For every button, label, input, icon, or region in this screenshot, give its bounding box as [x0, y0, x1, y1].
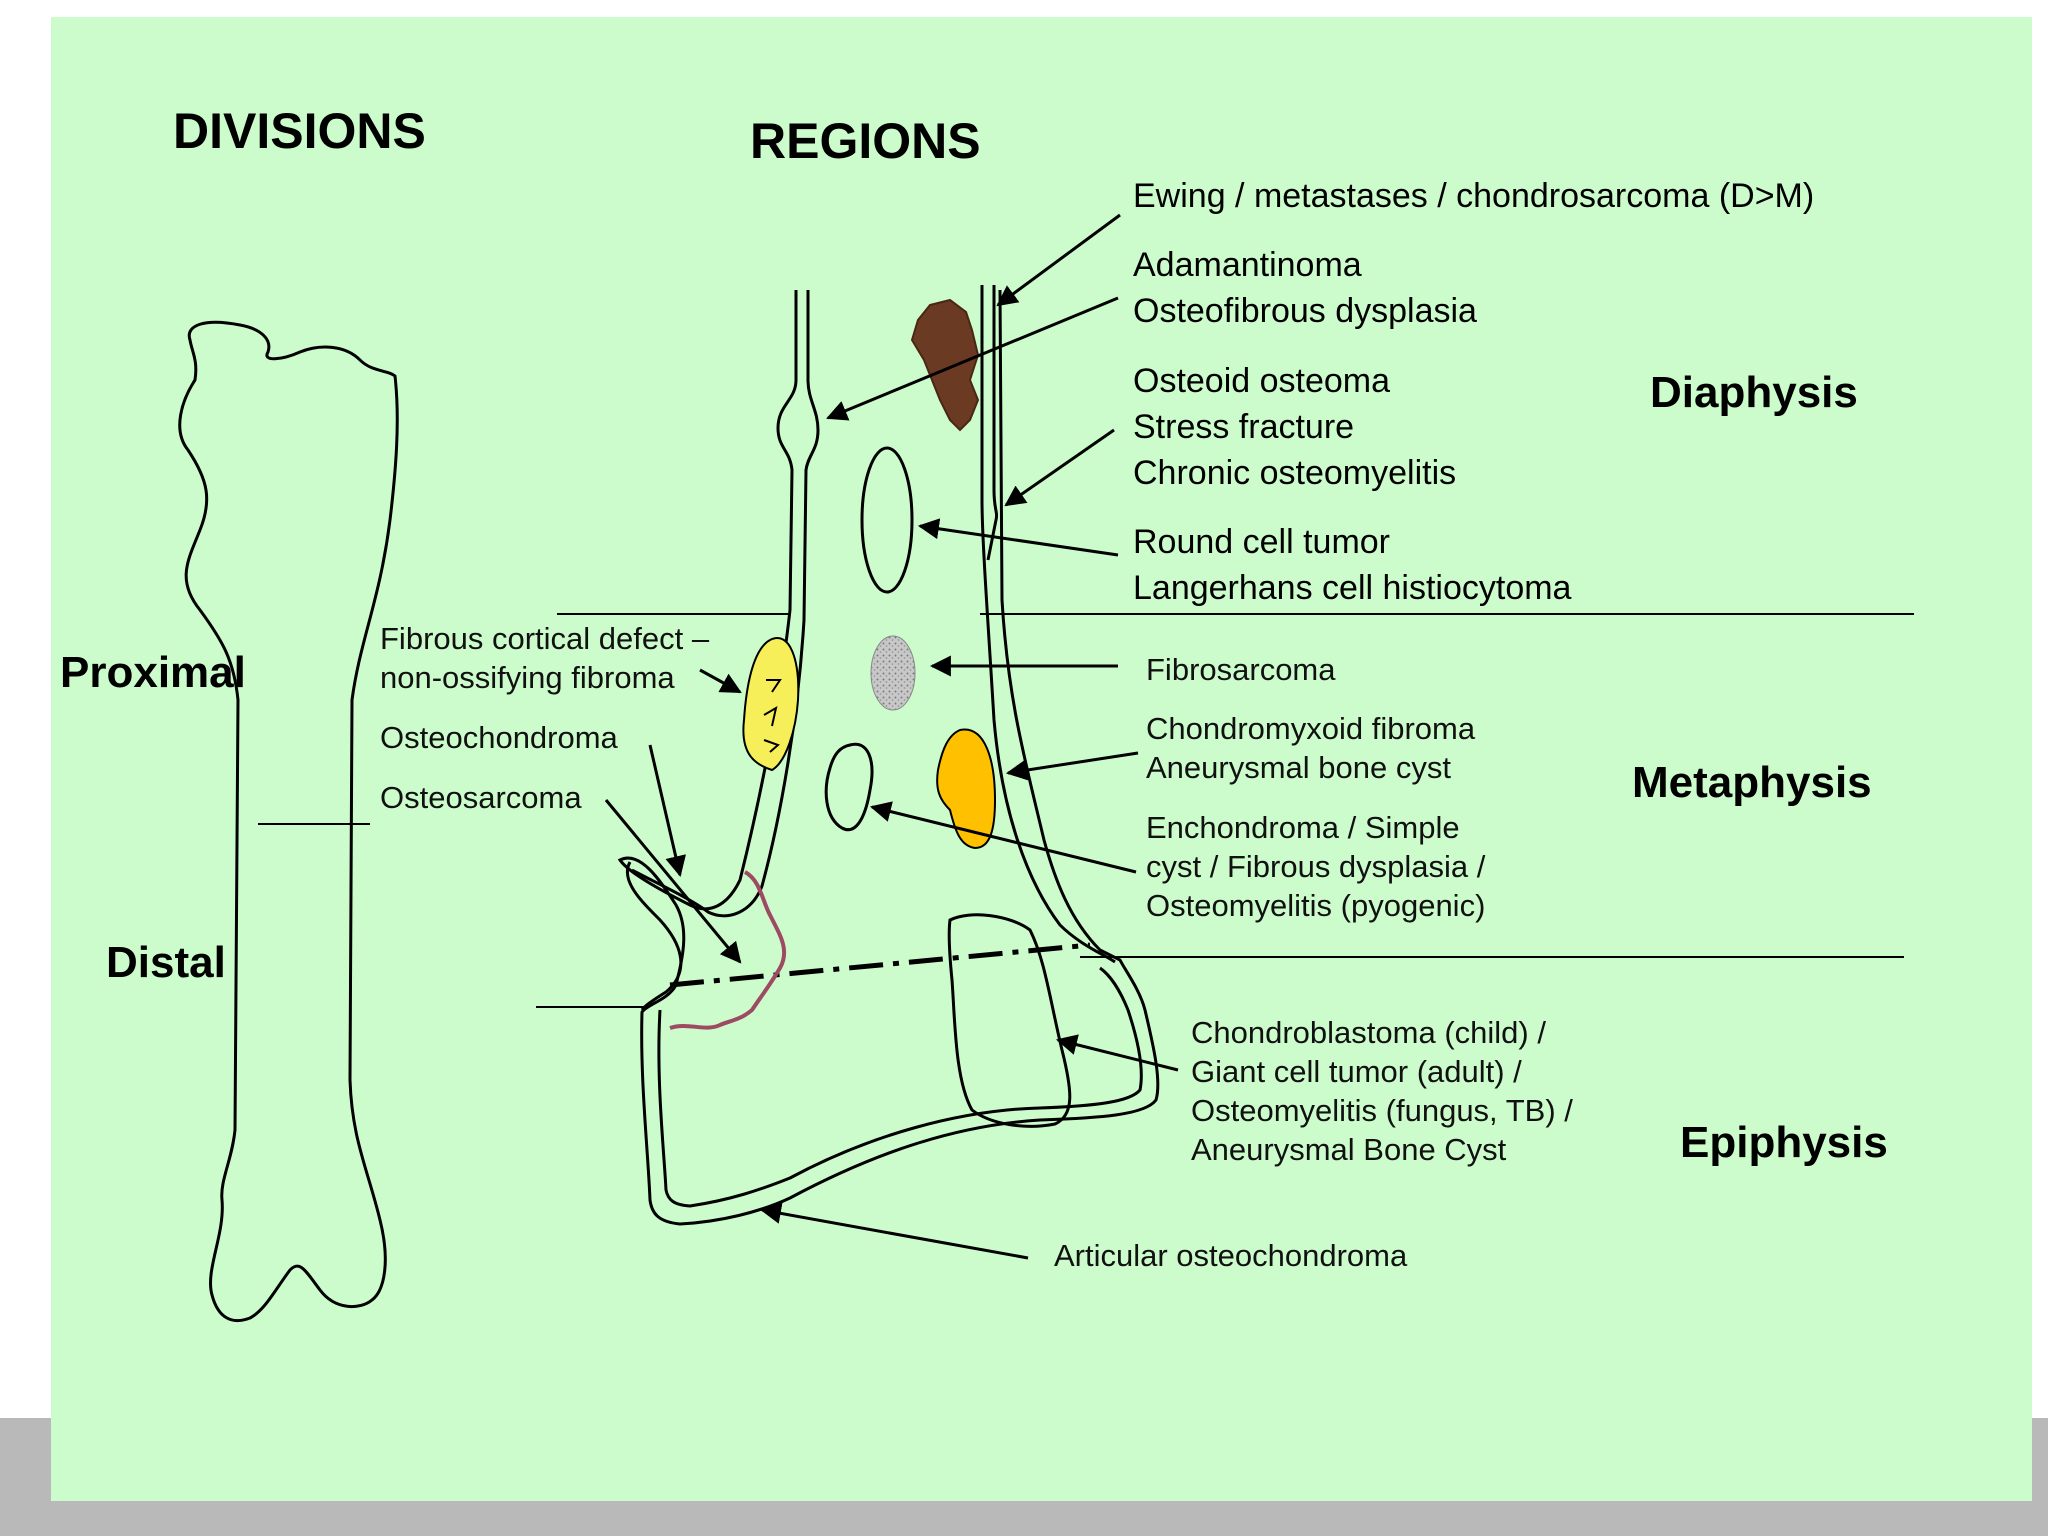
fibrosarcoma-lesion [870, 635, 916, 711]
fibrous-cortical-lesion [742, 637, 800, 772]
divisions-heading: DIVISIONS [173, 103, 426, 159]
articular-osteochondroma-label: Articular osteochondroma [1054, 1238, 1408, 1273]
metaphysis-label: Metaphysis [1632, 758, 1872, 807]
pointer-arrows [604, 213, 1179, 1260]
ewing-label: Ewing / metastases / chondrosarcoma (D>M… [1133, 177, 1815, 215]
enchondroma-label: Enchondroma / Simple cyst / Fibrous dysp… [1146, 810, 1486, 923]
fibrous-cortical-label: Fibrous cortical defect – non-ossifying … [380, 621, 710, 695]
osteochondroma-label: Osteochondroma [380, 720, 618, 755]
chondromyxoid-label: Chondromyxoid fibroma Aneurysmal bone cy… [1146, 711, 1476, 785]
epiphysis-label: Epiphysis [1680, 1118, 1888, 1167]
osteosarcoma-outline [669, 870, 787, 1030]
diaphysis-label: Diaphysis [1650, 368, 1858, 417]
round-cell-label: Round cell tumor Langerhans cell histioc… [1133, 523, 1572, 607]
adamantinoma-lesion [910, 298, 980, 432]
osteosarcoma-label: Osteosarcoma [380, 780, 582, 815]
region-divider-lines [536, 613, 1914, 1008]
slide-background [51, 17, 2032, 1501]
physeal-line [669, 942, 1091, 988]
proximal-label: Proximal [60, 648, 246, 697]
fibrosarcoma-label: Fibrosarcoma [1146, 652, 1336, 687]
osteoid-osteoma-label: Osteoid osteoma Stress fracture Chronic … [1133, 362, 1457, 492]
chondroblastoma-label: Chondroblastoma (child) / Giant cell tum… [1191, 1015, 1573, 1167]
fibrous-cortical-marks [763, 679, 782, 753]
regions-heading: REGIONS [750, 113, 981, 169]
bone-regions-outline [617, 285, 1160, 1226]
femur-outline [178, 320, 399, 1323]
adamantinoma-label: Adamantinoma Osteofibrous dysplasia [1133, 246, 1477, 330]
chondromyxoid-lesion [936, 728, 997, 850]
distal-label: Distal [106, 938, 226, 987]
